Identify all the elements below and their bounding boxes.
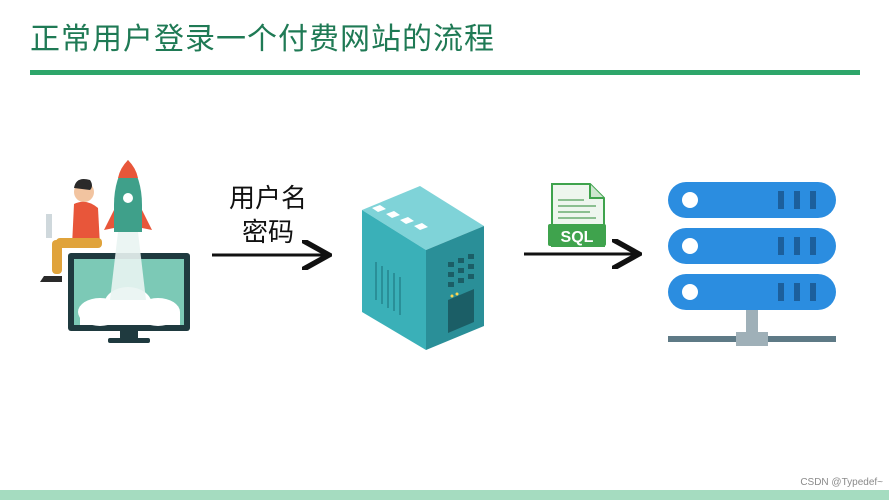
rocket-icon — [104, 160, 152, 232]
password-label: 密码 — [241, 218, 294, 248]
web-server-icon — [362, 186, 484, 350]
page-title: 正常用户登录一个付费网站的流程 — [30, 22, 495, 57]
username-label: 用户名 — [228, 184, 307, 214]
title-divider — [30, 70, 860, 75]
watermark: CSDN @Typedef~ — [800, 477, 883, 488]
sql-document-icon — [548, 183, 606, 247]
credentials-label: 用户名 密码 — [218, 182, 318, 250]
bottom-band — [0, 490, 889, 500]
sql-document-label: SQL — [561, 229, 594, 246]
user-on-monitor-icon — [40, 179, 190, 343]
database-server-rack-icon — [668, 182, 836, 346]
